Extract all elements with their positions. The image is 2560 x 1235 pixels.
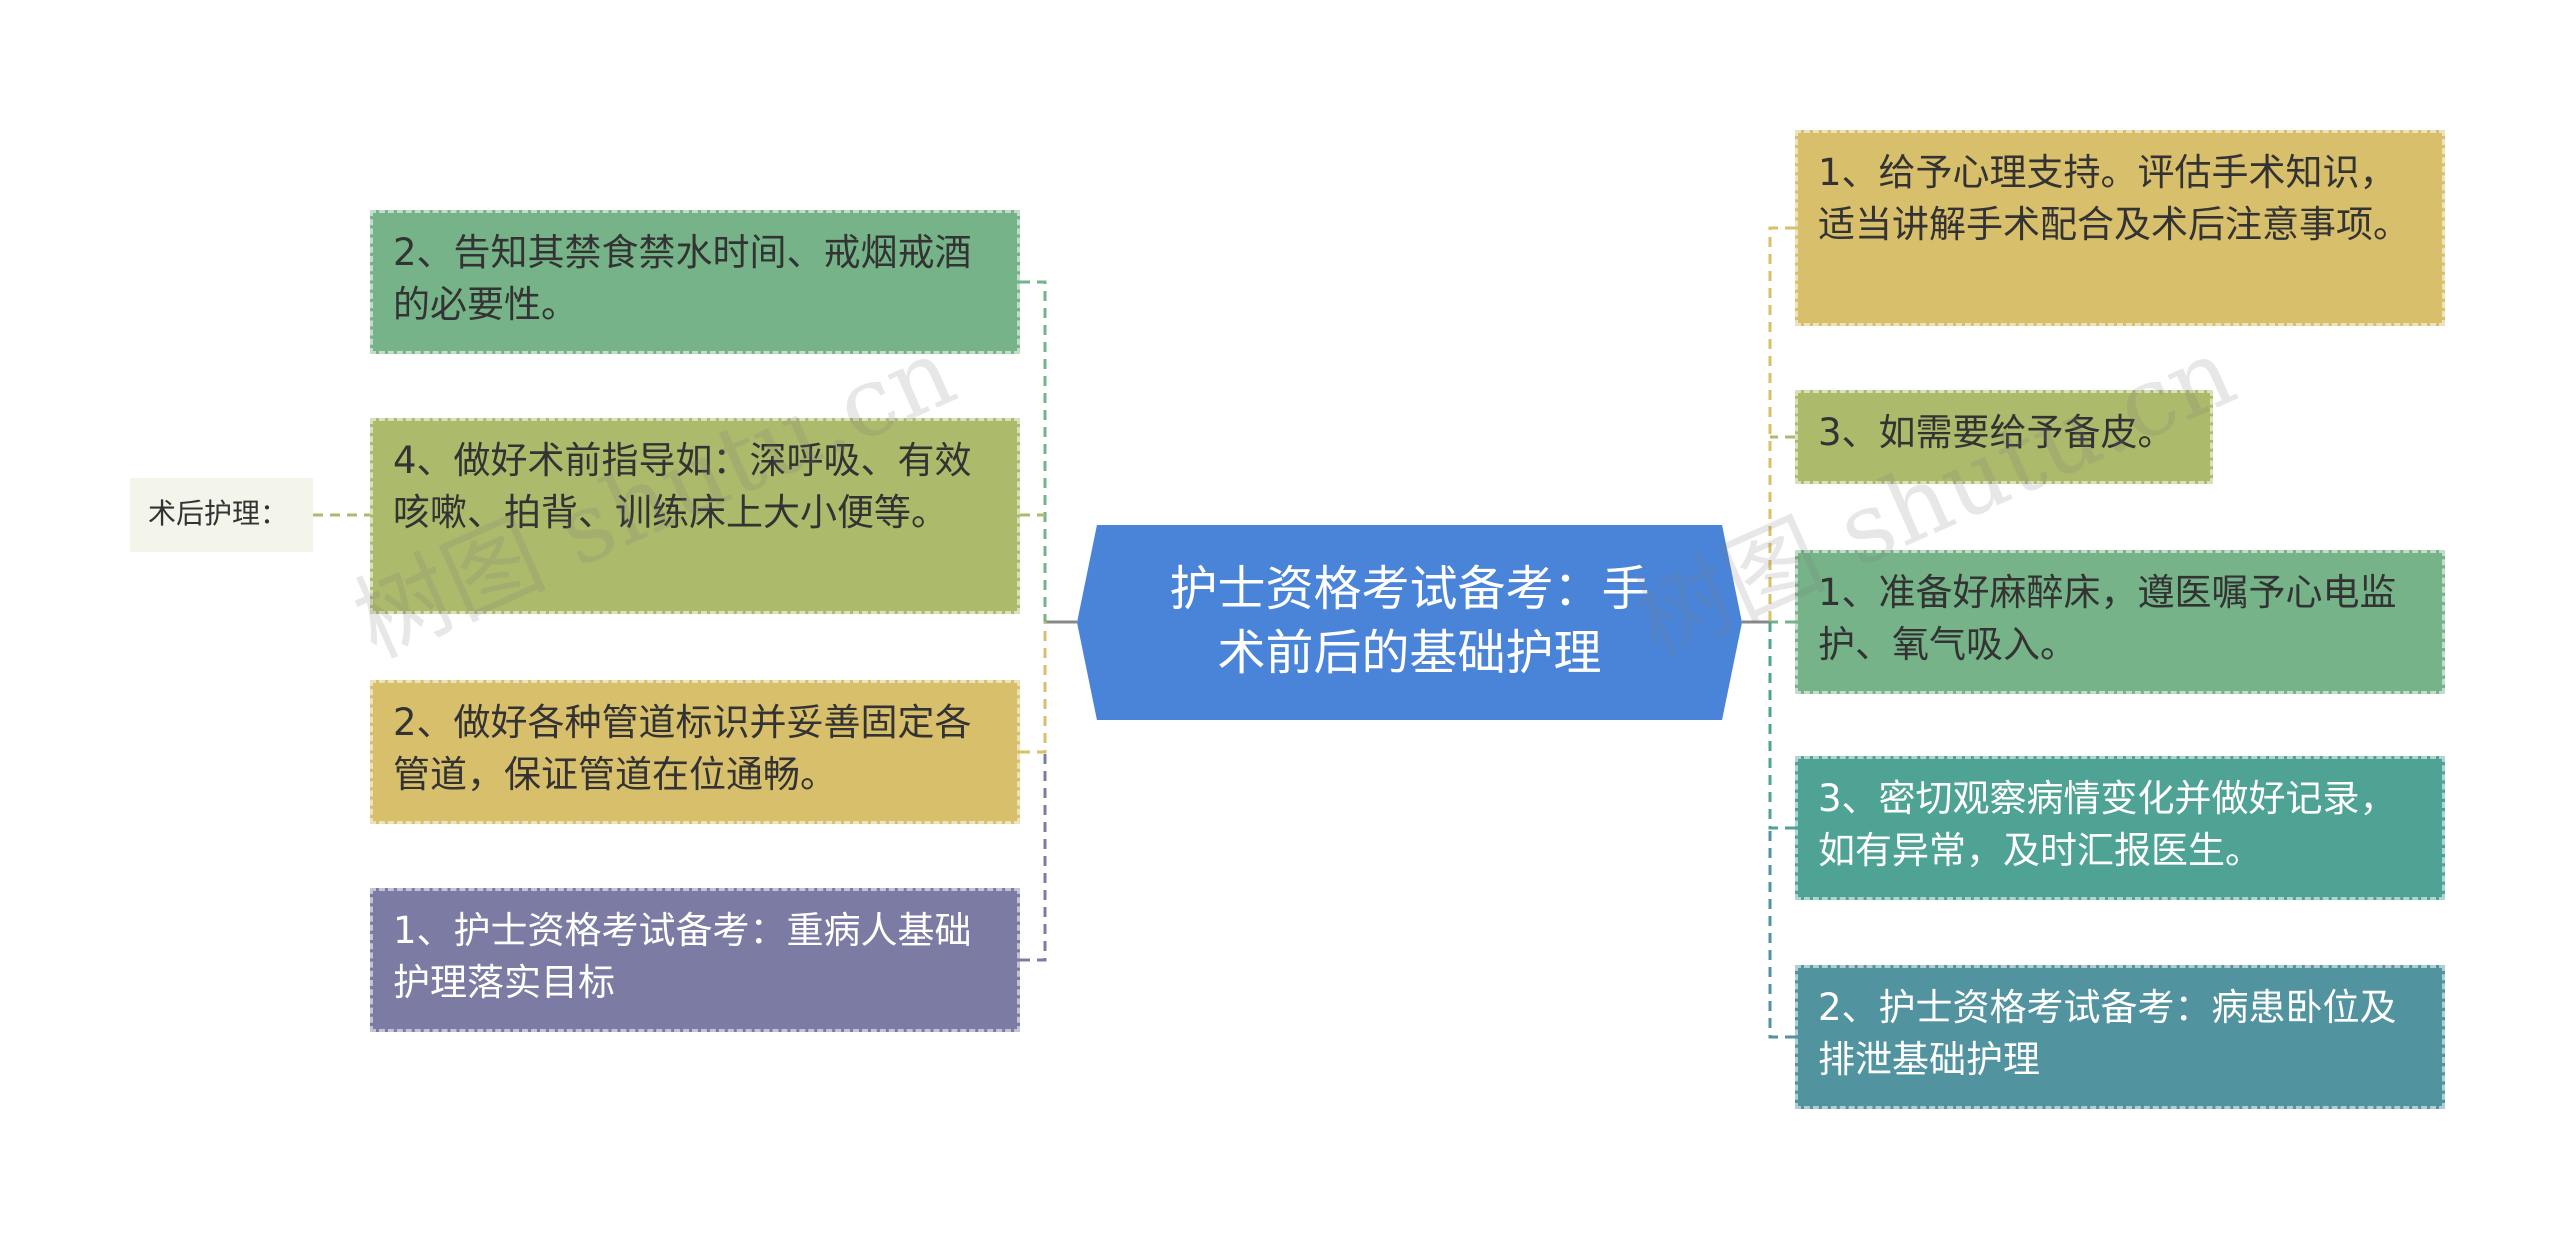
right-node-4[interactable]: 3、密切观察病情变化并做好记录，如有异常，及时汇报医生。 bbox=[1795, 756, 2445, 900]
connector-left-1 bbox=[1020, 280, 1047, 622]
left-node-4[interactable]: 1、护士资格考试备考：重病人基础护理落实目标 bbox=[370, 888, 1020, 1032]
connector-left-3 bbox=[1020, 622, 1047, 754]
left-node-2[interactable]: 4、做好术前指导如：深呼吸、有效咳嗽、拍背、训练床上大小便等。 bbox=[370, 418, 1020, 614]
left-group-label-text: 术后护理： bbox=[148, 497, 289, 530]
right-node-1[interactable]: 1、给予心理支持。评估手术知识，适当讲解手术配合及术后注意事项。 bbox=[1795, 130, 2445, 326]
left-node-3-text: 2、做好各种管道标识并妥善固定各管道，保证管道在位通畅。 bbox=[393, 701, 972, 796]
left-node-4-text: 1、护士资格考试备考：重病人基础护理落实目标 bbox=[393, 909, 972, 1004]
right-node-1-text: 1、给予心理支持。评估手术知识，适当讲解手术配合及术后注意事项。 bbox=[1818, 151, 2410, 246]
central-topic-text: 护士资格考试备考：手术前后的基础护理 bbox=[1169, 561, 1650, 681]
left-group-label[interactable]: 术后护理： bbox=[130, 478, 313, 552]
connector-right-5 bbox=[1768, 828, 1795, 1039]
left-node-3[interactable]: 2、做好各种管道标识并妥善固定各管道，保证管道在位通畅。 bbox=[370, 680, 1020, 824]
connector-right-4 bbox=[1768, 622, 1795, 830]
right-node-5[interactable]: 2、护士资格考试备考：病患卧位及排泄基础护理 bbox=[1795, 965, 2445, 1109]
connector-left-4 bbox=[1020, 752, 1047, 962]
right-node-3-text: 1、准备好麻醉床，遵医嘱予心电监护、氧气吸入。 bbox=[1818, 571, 2397, 666]
left-node-2-text: 4、做好术前指导如：深呼吸、有效咳嗽、拍背、训练床上大小便等。 bbox=[393, 439, 972, 534]
left-node-1-text: 2、告知其禁食禁水时间、戒烟戒酒的必要性。 bbox=[393, 231, 972, 326]
right-node-3[interactable]: 1、准备好麻醉床，遵医嘱予心电监护、氧气吸入。 bbox=[1795, 550, 2445, 694]
connector-right-1 bbox=[1768, 226, 1795, 622]
right-node-5-text: 2、护士资格考试备考：病患卧位及排泄基础护理 bbox=[1818, 986, 2397, 1081]
left-node-1[interactable]: 2、告知其禁食禁水时间、戒烟戒酒的必要性。 bbox=[370, 210, 1020, 354]
right-node-4-text: 3、密切观察病情变化并做好记录，如有异常，及时汇报医生。 bbox=[1818, 777, 2397, 872]
right-node-2[interactable]: 3、如需要给予备皮。 bbox=[1795, 390, 2213, 484]
right-node-2-text: 3、如需要给予备皮。 bbox=[1818, 411, 2175, 454]
central-topic[interactable]: 护士资格考试备考：手术前后的基础护理 bbox=[1077, 525, 1742, 720]
